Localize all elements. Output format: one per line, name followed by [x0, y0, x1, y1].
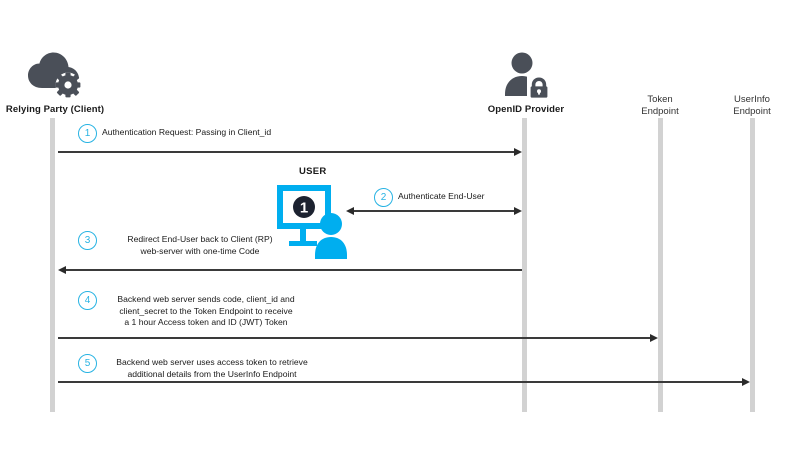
step-arrow-2-head-left — [346, 206, 354, 215]
lifeline-relying-party — [50, 118, 55, 412]
step-arrow-5 — [58, 381, 744, 383]
step-number-1: 1 — [78, 124, 97, 143]
user-lock-icon — [505, 52, 549, 98]
cloud-gear-icon — [28, 52, 81, 98]
step-arrow-2-head-right — [514, 206, 522, 215]
actor-label-token-endpoint: Token Endpoint — [610, 94, 710, 118]
step-arrow-4 — [58, 337, 652, 339]
actor-label-userinfo-endpoint: UserInfo Endpoint — [702, 94, 800, 118]
userinfo-endpoint-line1: UserInfo — [734, 94, 770, 105]
lifeline-openid-provider — [522, 118, 527, 412]
step-text-2: Authenticate End-User — [398, 191, 485, 201]
step-arrow-3-head-left — [58, 265, 66, 274]
token-endpoint-line1: Token — [647, 94, 673, 105]
step-arrow-1-head-right — [514, 147, 522, 156]
token-endpoint-line2: Endpoint — [641, 106, 679, 117]
step-number-5: 5 — [78, 354, 97, 373]
step-text-5: Backend web server uses access token to … — [116, 357, 308, 379]
step-arrow-3 — [64, 269, 522, 271]
step-number-3: 3 — [78, 231, 97, 250]
step-arrow-1 — [58, 151, 516, 153]
actor-label-relying-party: Relying Party (Client) — [5, 104, 105, 115]
step-arrow-5-head-right — [742, 377, 750, 386]
lifeline-token-endpoint — [658, 118, 663, 412]
step-number-4: 4 — [78, 291, 97, 310]
step-arrow-2 — [352, 210, 516, 212]
lifeline-userinfo-endpoint — [750, 118, 755, 412]
user-block-label: USER — [299, 166, 327, 177]
step-text-4: Backend web server sends code, client_id… — [117, 294, 295, 327]
step-text-3: Redirect End-User back to Client (RP) we… — [127, 234, 273, 256]
step-text-1: Authentication Request: Passing in Clien… — [102, 127, 272, 137]
user-badge-number: 1 — [300, 200, 308, 217]
step-number-2: 2 — [374, 188, 393, 207]
actor-label-openid-provider: OpenID Provider — [487, 104, 565, 115]
userinfo-endpoint-line2: Endpoint — [733, 106, 771, 117]
step-arrow-4-head-right — [650, 333, 658, 342]
monitor-user-icon: 1 — [277, 185, 347, 259]
